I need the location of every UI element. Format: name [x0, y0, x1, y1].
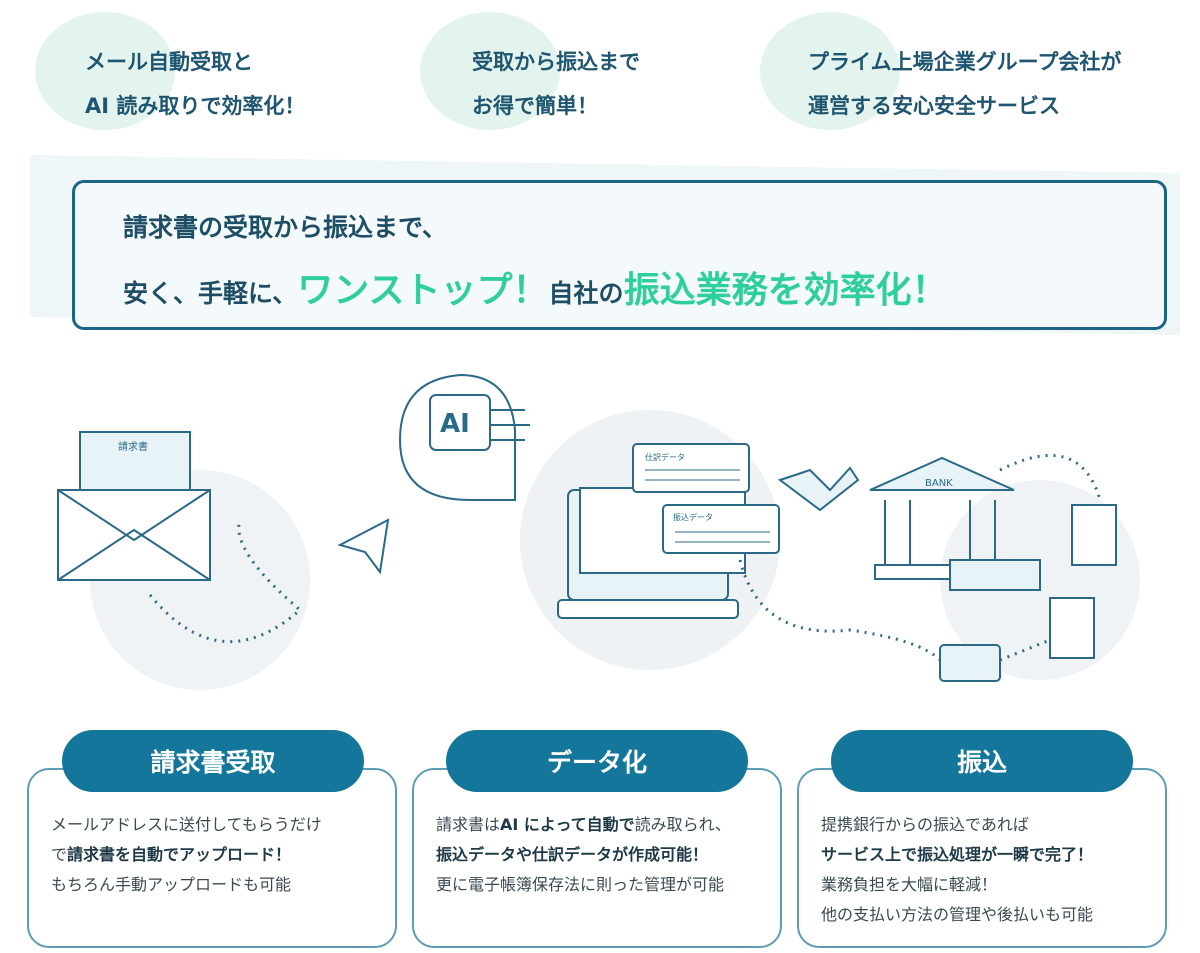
feature-bg-circle [420, 12, 560, 130]
step-text: メールアドレスに送付してもらうだけ [51, 815, 322, 834]
step-text-bold: 振込データや仕訳データが作成可能！ [436, 845, 709, 864]
step-text: もちろん手動アップロードも可能 [51, 875, 292, 894]
feature-bg-circle [760, 12, 900, 130]
feature-line: プライム上場企業グループ会社が [808, 50, 1122, 74]
step-text: 読み取られ、 [634, 815, 731, 834]
ai-head-icon: AI [398, 373, 530, 501]
feature-line: お得で簡単！ [472, 94, 598, 118]
step-text: 請求書は [436, 815, 501, 834]
svg-text:仕訳データ: 仕訳データ [645, 452, 685, 462]
feature-email-ai: メール自動受取と AI 読み取りで効率化！ [85, 40, 305, 128]
feature-line: メール自動受取と [85, 50, 253, 74]
step-title-receive: 請求書受取 [62, 730, 364, 792]
feature-bg-circle [35, 12, 175, 130]
step-text: 他の支払い方法の管理や後払いも可能 [821, 905, 1094, 924]
step-text: 提携銀行からの振込であれば [821, 815, 1029, 834]
step-text: で [51, 845, 68, 864]
step-title-transfer: 振込 [831, 730, 1133, 792]
step-text-bold: サービス上で振込処理が一瞬で完了！ [821, 845, 1094, 864]
feature-line: 運営する安心安全サービス [808, 94, 1060, 118]
headline-banner: 請求書の受取から振込まで、 安く、手軽に、ワンストップ！自社の振込業務を効率化！ [72, 180, 1167, 330]
journal-data-card: 仕訳データ [632, 443, 750, 493]
step-text: で請求書を自動でアップロード！ [51, 840, 373, 870]
step-card-transfer: 提携銀行からの振込であれば サービス上で振込処理が一瞬で完了！ 業務負担を大幅に… [797, 768, 1167, 948]
headline-text: 安く、手軽に、 [123, 279, 298, 308]
building-icon [1071, 504, 1117, 566]
step-text-bold: AI によって自動で [500, 815, 635, 834]
step-text-bold: 請求書を自動でアップロード！ [67, 845, 292, 864]
headline-highlight: ワンストップ！ [297, 270, 549, 311]
step-text: 業務負担を大幅に軽減！ [821, 875, 998, 894]
transfer-data-card: 振込データ [662, 504, 780, 554]
bank-icon: BANK [869, 456, 1041, 591]
headline-text: 自社の [548, 279, 624, 308]
svg-text:BANK: BANK [925, 478, 953, 489]
step-card-receive: メールアドレスに送付してもらうだけ で請求書を自動でアップロード！ もちろん手動… [27, 768, 397, 948]
feature-safe: プライム上場企業グループ会社が運営する安心安全サービス [808, 40, 1121, 128]
feature-line: 受取から振込まで [472, 50, 640, 74]
step-text: 請求書はAI によって自動で読み取られ、 [436, 810, 758, 840]
workflow-illustration: 請求書 AI 仕訳データ 振込データ BANK [57, 373, 1140, 690]
feature-easy: 受取から振込までお得で簡単！ [472, 40, 640, 128]
invoice-label: 請求書 [118, 440, 148, 453]
paper-plane-icon [337, 518, 390, 575]
ai-label: AI [440, 409, 470, 439]
headline-highlight: 振込業務を効率化！ [623, 270, 948, 311]
building-icon [1049, 597, 1095, 659]
envelope-icon: 請求書 [57, 431, 211, 581]
headline-line2: 安く、手軽に、ワンストップ！自社の振込業務を効率化！ [123, 261, 948, 313]
dotted-path [738, 454, 1102, 662]
feature-line: AI 読み取りで効率化！ [85, 94, 306, 118]
card-icon [939, 644, 1001, 682]
svg-text:振込データ: 振込データ [673, 512, 713, 522]
handshake-icon [777, 466, 860, 512]
step-text: 更に電子帳簿保存法に則った管理が可能 [436, 875, 725, 894]
step-card-digitize: 請求書はAI によって自動で読み取られ、 振込データや仕訳データが作成可能！ 更… [412, 768, 782, 948]
headline-line1: 請求書の受取から振込まで、 [123, 213, 448, 242]
step-title-digitize: データ化 [446, 730, 748, 792]
